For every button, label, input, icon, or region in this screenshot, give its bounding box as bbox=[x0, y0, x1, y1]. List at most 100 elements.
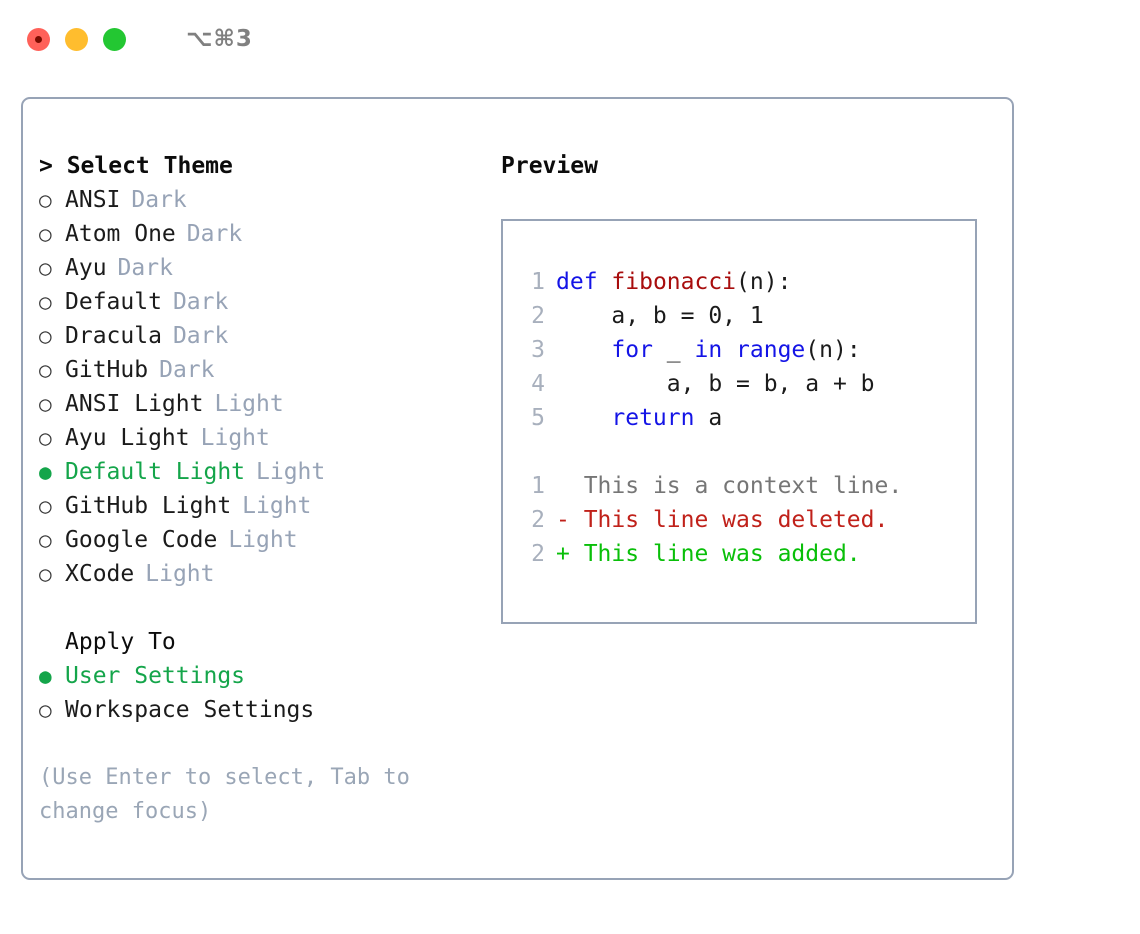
window-titlebar: ⌥⌘3 bbox=[0, 0, 1140, 78]
code-token-plain: a, b = b, a + b bbox=[556, 371, 875, 397]
diff-marker bbox=[556, 469, 584, 503]
radio-unselected-icon: ○ bbox=[39, 188, 52, 212]
theme-option-github[interactable]: ○ GitHub Dark bbox=[39, 353, 499, 387]
theme-option-default-light[interactable]: ● Default Light Light bbox=[39, 455, 499, 489]
radio-unselected-icon: ○ bbox=[39, 698, 52, 722]
apply-to-header: Apply To bbox=[65, 629, 176, 655]
code-token-plain: a bbox=[694, 405, 723, 431]
code-token-plain bbox=[722, 333, 736, 367]
theme-option-category-tag: Light bbox=[214, 391, 284, 417]
code-line: 3 for _ in range(n): bbox=[513, 333, 975, 367]
apply-to-option-user-settings[interactable]: ● User Settings bbox=[39, 659, 499, 693]
code-line-number: 2 bbox=[531, 303, 545, 329]
code-token-plain bbox=[556, 333, 611, 367]
diff-line-text: This line was added. bbox=[583, 541, 861, 567]
code-token-kw: def bbox=[556, 269, 598, 295]
theme-option-label: Google Code bbox=[65, 527, 218, 553]
theme-option-github-light[interactable]: ○ GitHub Light Light bbox=[39, 489, 499, 523]
apply-to-option-list: ● User Settings ○ Workspace Settings bbox=[39, 659, 499, 727]
theme-option-label: Ayu bbox=[65, 255, 107, 281]
theme-option-category-tag: Light bbox=[228, 527, 298, 553]
diff-line-del: 2- This line was deleted. bbox=[513, 503, 975, 537]
code-line-number: 5 bbox=[531, 405, 545, 431]
minimize-window-button[interactable] bbox=[65, 27, 88, 51]
preview-header: Preview bbox=[501, 153, 598, 179]
code-token-plain bbox=[598, 265, 612, 299]
theme-option-label: Atom One bbox=[65, 221, 176, 247]
theme-option-label: XCode bbox=[65, 561, 135, 587]
apply-to-option-label: User Settings bbox=[65, 663, 246, 689]
select-theme-header: > Select Theme bbox=[39, 153, 233, 179]
code-token-kw: in bbox=[694, 337, 723, 363]
theme-option-ansi-light[interactable]: ○ ANSI Light Light bbox=[39, 387, 499, 421]
theme-option-category-tag: Dark bbox=[172, 289, 229, 315]
apply-to-option-label: Workspace Settings bbox=[65, 697, 315, 723]
code-line-number: 3 bbox=[531, 337, 545, 363]
code-token-kw: range bbox=[736, 337, 806, 363]
diff-line-text: This is a context line. bbox=[583, 473, 903, 499]
diff-marker: - bbox=[556, 507, 584, 533]
diff-line-number: 2 bbox=[531, 541, 545, 567]
theme-option-category-tag: Dark bbox=[117, 255, 173, 281]
code-line: 5 return a bbox=[513, 401, 975, 435]
theme-option-category-tag: Dark bbox=[186, 221, 243, 247]
theme-option-category-tag: Dark bbox=[131, 187, 187, 213]
code-diff-spacer bbox=[513, 435, 975, 469]
theme-option-label: Dracula bbox=[65, 323, 162, 349]
diff-marker: + bbox=[556, 541, 584, 567]
radio-unselected-icon: ○ bbox=[39, 562, 52, 586]
apply-to-option-workspace-settings[interactable]: ○ Workspace Settings bbox=[39, 693, 499, 727]
theme-option-category-tag: Light bbox=[200, 425, 270, 451]
code-line: 4 a, b = b, a + b bbox=[513, 367, 975, 401]
code-token-kw: return bbox=[611, 405, 695, 431]
radio-selected-icon: ● bbox=[39, 460, 52, 484]
diff-line-text: This line was deleted. bbox=[583, 507, 889, 533]
diff-line-number: 1 bbox=[531, 473, 545, 499]
keyboard-shortcut-label: ⌥⌘3 bbox=[186, 26, 253, 52]
theme-option-category-tag: Dark bbox=[172, 323, 229, 349]
theme-option-label: Default Light bbox=[65, 459, 246, 485]
radio-unselected-icon: ○ bbox=[39, 358, 52, 382]
radio-unselected-icon: ○ bbox=[39, 426, 52, 450]
code-line-number: 4 bbox=[531, 371, 545, 397]
theme-option-category-tag: Dark bbox=[159, 357, 215, 383]
theme-option-category-tag: Light bbox=[256, 459, 326, 485]
section-spacer bbox=[39, 591, 499, 625]
theme-option-label: GitHub bbox=[65, 357, 149, 383]
theme-option-label: Ayu Light bbox=[65, 425, 190, 451]
radio-unselected-icon: ○ bbox=[39, 494, 52, 518]
traffic-light-controls bbox=[27, 27, 126, 51]
maximize-window-button[interactable] bbox=[103, 27, 126, 51]
keyboard-hint-text: (Use Enter to select, Tab to change focu… bbox=[39, 765, 410, 824]
diff-line-add: 2 + This line was added. bbox=[513, 537, 975, 571]
code-token-plain: (n): bbox=[736, 269, 792, 295]
code-token-kw: for bbox=[611, 337, 653, 363]
close-window-button[interactable] bbox=[27, 27, 50, 51]
code-token-plain: _ bbox=[652, 337, 695, 363]
theme-option-label: GitHub Light bbox=[65, 493, 232, 519]
code-token-plain bbox=[556, 401, 611, 435]
theme-option-category-tag: Light bbox=[242, 493, 312, 519]
theme-option-atom-one[interactable]: ○ Atom One Dark bbox=[39, 217, 499, 251]
radio-selected-icon: ● bbox=[39, 664, 52, 688]
theme-option-label: ANSI Light bbox=[65, 391, 204, 417]
code-token-plain: a, b = 0, 1 bbox=[556, 303, 764, 329]
theme-option-ayu-light[interactable]: ○ Ayu Light Light bbox=[39, 421, 499, 455]
code-line-number: 1 bbox=[531, 269, 545, 295]
theme-option-label: Default bbox=[65, 289, 162, 315]
radio-unselected-icon: ○ bbox=[39, 392, 52, 416]
radio-unselected-icon: ○ bbox=[39, 222, 52, 246]
